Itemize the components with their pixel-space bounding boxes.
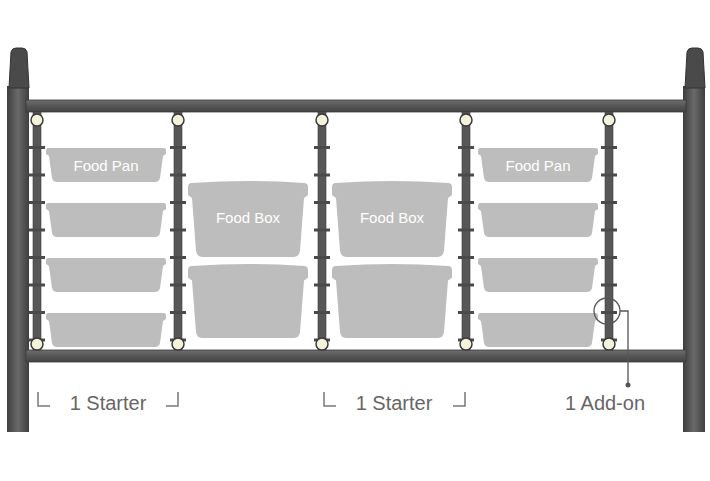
food-pan-shape [478,148,598,182]
module-label: 1 Starter [356,392,433,415]
food-box: Food Box [332,183,452,257]
rail-tab [601,146,617,149]
food-pan: Food Pan [46,148,166,182]
callout-circle [594,298,620,324]
rail-tab [170,284,186,287]
rail-tab [29,284,45,287]
rail-tab [29,256,45,259]
food-pan [478,313,598,347]
rail-tab [458,229,474,232]
container-label: Food Pan [67,157,144,174]
food-pan [46,313,166,347]
food-box-shape [332,181,452,257]
post-cap [685,48,705,88]
rail-tab [601,201,617,204]
rail-tab [601,174,617,177]
leader-dot [626,383,631,388]
post [7,86,29,432]
module-label: 1 Starter [70,392,147,415]
container-label: Food Box [210,209,286,226]
rail-tab [170,146,186,149]
leader-line [620,311,628,384]
food-pan [46,258,166,292]
rail-tab [601,284,617,287]
rail-dot [172,338,184,350]
rail-tab [29,201,45,204]
food-pan [46,203,166,237]
rail-tab [29,311,45,314]
food-box-shape [188,181,308,257]
rail-tab [170,174,186,177]
rail-tab [314,256,330,259]
rails [29,112,617,350]
rail-tab [170,229,186,232]
rail-tab [314,146,330,149]
rail-tab [170,256,186,259]
food-box: Food Box [188,183,308,257]
rail-tab [170,201,186,204]
rail-dot [31,338,43,350]
rail-tab [314,174,330,177]
bottom-bar [26,350,686,362]
rail-tab [458,311,474,314]
food-pan: Food Pan [478,148,598,182]
food-box [332,264,452,338]
rail-dot [316,338,328,350]
rail-tab [458,256,474,259]
rail-tab [314,311,330,314]
rail-tab [601,311,617,314]
rail-tab [458,201,474,204]
rail-tab [458,146,474,149]
rail-tab [601,229,617,232]
rail-tab [458,174,474,177]
rail-tab [314,229,330,232]
rail-tab [314,284,330,287]
food-pan-shape [46,148,166,182]
rail-dot [603,114,615,126]
rail-tab [458,284,474,287]
container-label: Food Box [354,209,430,226]
rail-dot [460,114,472,126]
rail-dot [172,114,184,126]
container-label: Food Pan [499,157,576,174]
top-bar [26,100,686,112]
rail-tab [29,174,45,177]
food-pan [478,258,598,292]
rail-tab [29,229,45,232]
rail-dot [316,114,328,126]
food-box [188,264,308,338]
rail-tab [170,311,186,314]
module-label: 1 Add-on [565,392,645,415]
rail-tab [314,201,330,204]
post-cap [9,48,29,88]
rail-tab [29,146,45,149]
food-pan [478,203,598,237]
rail-tab [601,256,617,259]
rail-dot [460,338,472,350]
post [683,86,705,432]
rail-dot [603,338,615,350]
rail-dot [31,114,43,126]
